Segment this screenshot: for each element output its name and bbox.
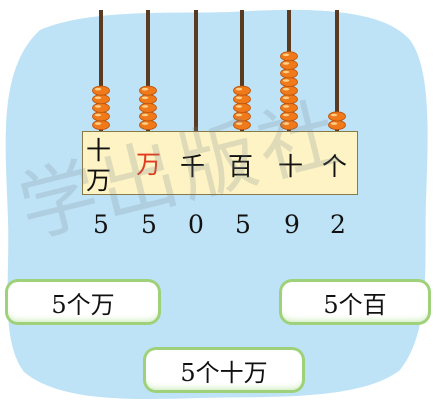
abacus-bead (92, 85, 110, 96)
abacus-bead (92, 111, 110, 122)
digit-ge: 2 (330, 210, 346, 239)
digit-bai: 5 (235, 210, 251, 239)
place-label-wan: 万 (136, 150, 162, 179)
abacus-rod (240, 10, 244, 131)
place-label-shi-wan-bottom: 万 (86, 166, 112, 195)
abacus-bead (280, 120, 298, 131)
place-label-bai: 百 (228, 152, 254, 181)
abacus-bead (92, 94, 110, 105)
abacus-bead (280, 59, 298, 70)
abacus-rod (194, 10, 198, 131)
abacus-bead (280, 102, 298, 113)
abacus-bead (328, 111, 346, 122)
abacus-bead (328, 120, 346, 131)
abacus-bead (139, 94, 157, 105)
callout-5-shi-wan: 5个十万 (146, 350, 302, 390)
place-label-shi-wan-top: 十 (86, 136, 112, 165)
place-value-label-box (82, 131, 358, 195)
abacus-bead (139, 120, 157, 131)
abacus-bead (139, 102, 157, 113)
place-label-qian: 千 (180, 152, 206, 181)
abacus-bead (233, 102, 251, 113)
digit-wan: 5 (141, 210, 157, 239)
abacus-bead (92, 102, 110, 113)
abacus-rod (99, 10, 103, 131)
abacus-bead (280, 68, 298, 79)
place-label-shi: 十 (278, 152, 304, 181)
callout-5-bai: 5个百 (282, 282, 428, 322)
abacus-rod (146, 10, 150, 131)
digit-qian: 0 (188, 210, 204, 239)
digit-shi: 9 (284, 210, 300, 239)
place-label-ge: 个 (322, 152, 348, 181)
abacus-bead (280, 111, 298, 122)
abacus-bead (233, 85, 251, 96)
abacus-bead (139, 85, 157, 96)
abacus-rod (335, 10, 339, 131)
abacus-bead (280, 51, 298, 62)
callout-5-wan: 5个万 (8, 282, 158, 322)
abacus-bead (139, 111, 157, 122)
digit-shi-wan: 5 (93, 210, 109, 239)
